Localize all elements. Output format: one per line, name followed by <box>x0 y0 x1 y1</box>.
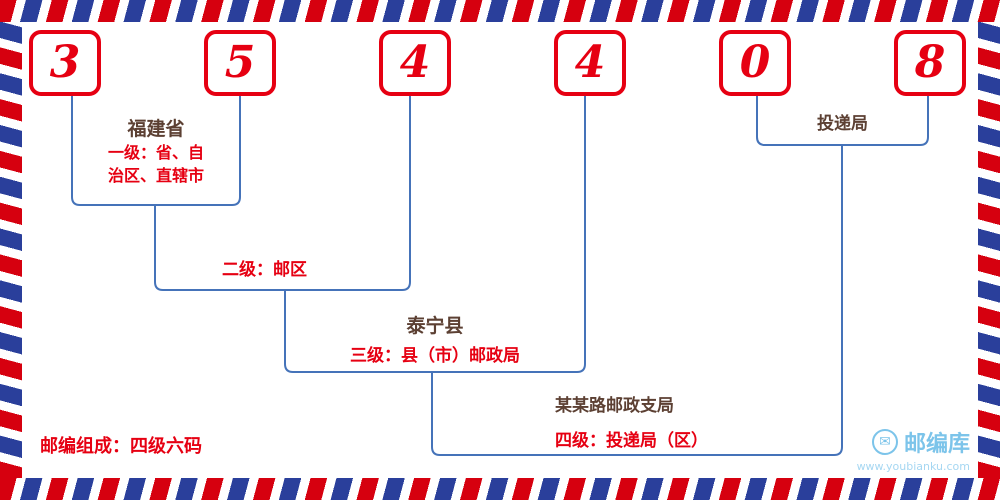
digit-2: 5 <box>224 37 256 88</box>
level1-place-name: 福建省 <box>127 118 185 140</box>
digit-6: 8 <box>914 37 946 88</box>
digit-box-4: 4 <box>554 30 626 96</box>
airmail-border-top <box>0 0 1000 22</box>
digit-box-5: 0 <box>719 30 791 96</box>
digit-5: 0 <box>739 37 771 88</box>
logo-site-name: 邮编库 <box>903 432 970 457</box>
digit-1: 3 <box>49 37 81 88</box>
level4-description: 四级：投递局（区） <box>555 431 708 451</box>
bracket-level3 <box>284 95 586 373</box>
airmail-border-right <box>978 22 1000 478</box>
digit-box-1: 3 <box>29 30 101 96</box>
youbianku-logo[interactable]: ✉ 邮编库 www.youbianku.com <box>857 426 970 473</box>
bracket-delivery <box>756 95 929 146</box>
postal-code-composition-note: 邮编组成：四级六码 <box>40 436 202 457</box>
logo-site-url[interactable]: www.youbianku.com <box>856 460 970 473</box>
level1-description-line1: 一级：省、自 <box>107 143 204 162</box>
digit-3: 4 <box>399 37 431 88</box>
envelope-icon: ✉ <box>871 429 898 455</box>
airmail-border-left <box>0 22 22 478</box>
digit-box-2: 5 <box>204 30 276 96</box>
digit-box-3: 4 <box>379 30 451 96</box>
digit-4: 4 <box>574 37 606 88</box>
level1-description-line2: 治区、直辖市 <box>107 166 204 185</box>
bracket-level4 <box>431 145 843 456</box>
level3-place-name: 泰宁县 <box>406 315 464 337</box>
level3-description: 三级：县（市）邮政局 <box>350 346 520 366</box>
level1-description: 一级：省、自 治区、直辖市 <box>72 141 240 187</box>
bracket-level2 <box>154 95 411 291</box>
airmail-border-bottom <box>0 478 1000 500</box>
level2-description: 二级：邮区 <box>222 260 307 280</box>
level4-place-name: 某某路邮政支局 <box>555 396 674 416</box>
digit-box-6: 8 <box>894 30 966 96</box>
delivery-office-label: 投递局 <box>817 114 868 134</box>
